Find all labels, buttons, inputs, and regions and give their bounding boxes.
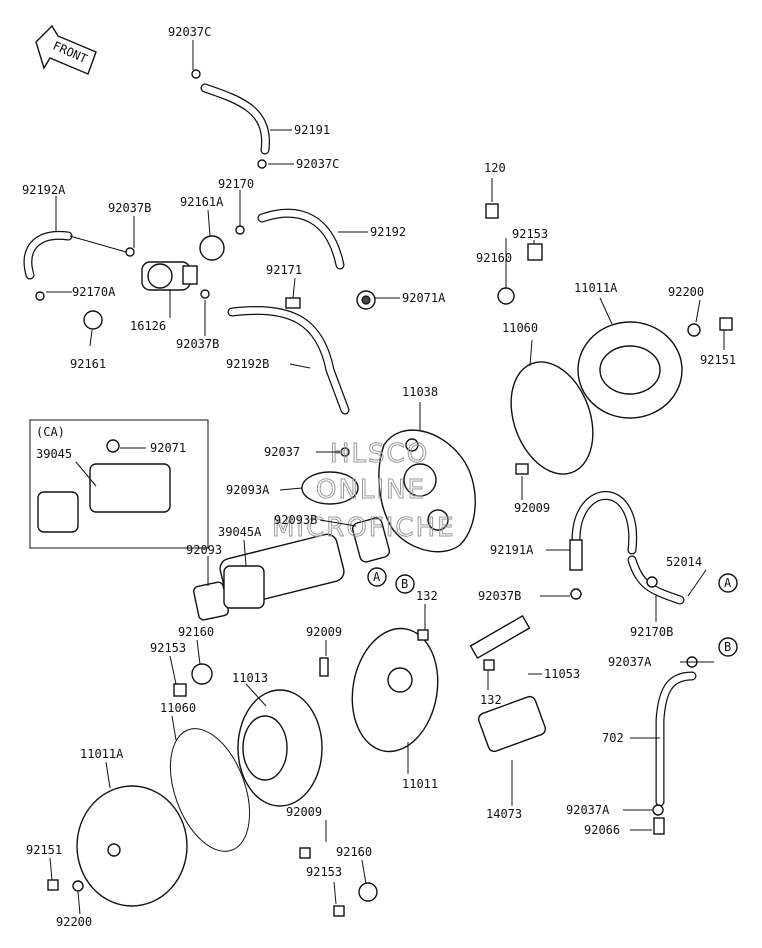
label-92037: 92037: [264, 445, 300, 459]
callout-a1-text: A: [373, 570, 381, 584]
label-92093: 92093: [186, 543, 222, 557]
label-11060-b: 11060: [160, 701, 196, 715]
label-92037A-a: 92037A: [608, 655, 652, 669]
callout-b1: [395, 574, 415, 594]
vacuum-switch-valve: [141, 261, 198, 291]
callout-a1: [367, 567, 387, 587]
callouts: A B A B: [367, 567, 738, 657]
callout-b2: [718, 637, 738, 657]
label-92037C-mid: 92037C: [296, 157, 339, 171]
label-92066: 92066: [584, 823, 620, 837]
leader-lines: [46, 40, 725, 915]
label-92191: 92191: [294, 123, 330, 137]
label-92200-b: 92200: [56, 915, 92, 929]
label-92037B-a: 92037B: [108, 201, 151, 215]
label-92200-a: 92200: [668, 285, 704, 299]
label-132-b: 132: [480, 693, 502, 707]
label-92037B-b: 92037B: [176, 337, 219, 351]
label-92009-a: 92009: [514, 501, 550, 515]
label-11013: 11013: [232, 671, 268, 685]
label-92071: 92071: [150, 441, 186, 455]
label-92151-a: 92151: [700, 353, 736, 367]
label-92153-c: 92153: [306, 865, 342, 879]
callout-b2-text: B: [724, 640, 731, 654]
watermark-line-2: ONLINE: [316, 475, 426, 505]
label-92192B: 92192B: [226, 357, 269, 371]
watermark: HLSCO ONLINE MICROFICHE: [272, 439, 456, 544]
label-39045: 39045: [36, 447, 72, 461]
label-92093B: 92093B: [274, 513, 317, 527]
label-92192: 92192: [370, 225, 406, 239]
label-92161: 92161: [70, 357, 106, 371]
label-39045A: 39045A: [218, 525, 262, 539]
label-702: 702: [602, 731, 624, 745]
label-92009-c: 92009: [286, 805, 322, 819]
drain-pipe: [652, 656, 698, 835]
gaskets: [193, 471, 391, 621]
label-52014: 52014: [666, 555, 702, 569]
watermark-line-3: MICROFICHE: [272, 513, 456, 543]
label-11011A-a: 11011A: [574, 281, 618, 295]
watermark-line-1: HLSCO: [330, 439, 429, 469]
label-92037B-c: 92037B: [478, 589, 521, 603]
label-92171: 92171: [266, 263, 302, 277]
inset-label: (CA): [36, 425, 65, 439]
label-92160-c: 92160: [336, 845, 372, 859]
air-cleaner-housing: [378, 429, 476, 553]
backing-plate: [173, 614, 547, 753]
label-11011A-b: 11011A: [80, 747, 124, 761]
callout-a2-text: A: [724, 576, 732, 590]
label-92037C-top: 92037C: [168, 25, 211, 39]
label-92153-a: 92153: [512, 227, 548, 241]
label-92170: 92170: [218, 177, 254, 191]
label-92093A: 92093A: [226, 483, 270, 497]
label-92037A-b: 92037A: [566, 803, 610, 817]
ca-inset: (CA): [29, 419, 209, 549]
filter-and-cover: [47, 689, 378, 917]
upper-hoses: [23, 83, 350, 415]
label-92161A: 92161A: [180, 195, 224, 209]
part-labels: 92037C 92191 92037C 92170 92192A 92037B …: [22, 25, 736, 929]
label-92170A: 92170A: [72, 285, 116, 299]
breather-hose: [569, 491, 685, 605]
label-14073: 14073: [486, 807, 522, 821]
label-11011: 11011: [402, 777, 438, 791]
label-92151-b: 92151: [26, 843, 62, 857]
label-92009-b: 92009: [306, 625, 342, 639]
label-11060-a: 11060: [502, 321, 538, 335]
right-cover-group: [485, 203, 733, 475]
snorkel-duct: [219, 533, 345, 609]
label-92192A: 92192A: [22, 183, 66, 197]
label-92191A: 92191A: [490, 543, 534, 557]
callout-a2: [718, 573, 738, 593]
label-92160-b: 92160: [178, 625, 214, 639]
label-11053: 11053: [544, 667, 580, 681]
label-92160-a: 92160: [476, 251, 512, 265]
label-92170B: 92170B: [630, 625, 673, 639]
callout-b1-text: B: [401, 577, 408, 591]
label-11038: 11038: [402, 385, 438, 399]
label-132-a: 132: [416, 589, 438, 603]
label-92153-b: 92153: [150, 641, 186, 655]
label-92071A: 92071A: [402, 291, 446, 305]
label-16126: 16126: [130, 319, 166, 333]
front-arrow-icon: FRONT: [35, 24, 97, 75]
clamps: [35, 69, 376, 457]
label-120: 120: [484, 161, 506, 175]
